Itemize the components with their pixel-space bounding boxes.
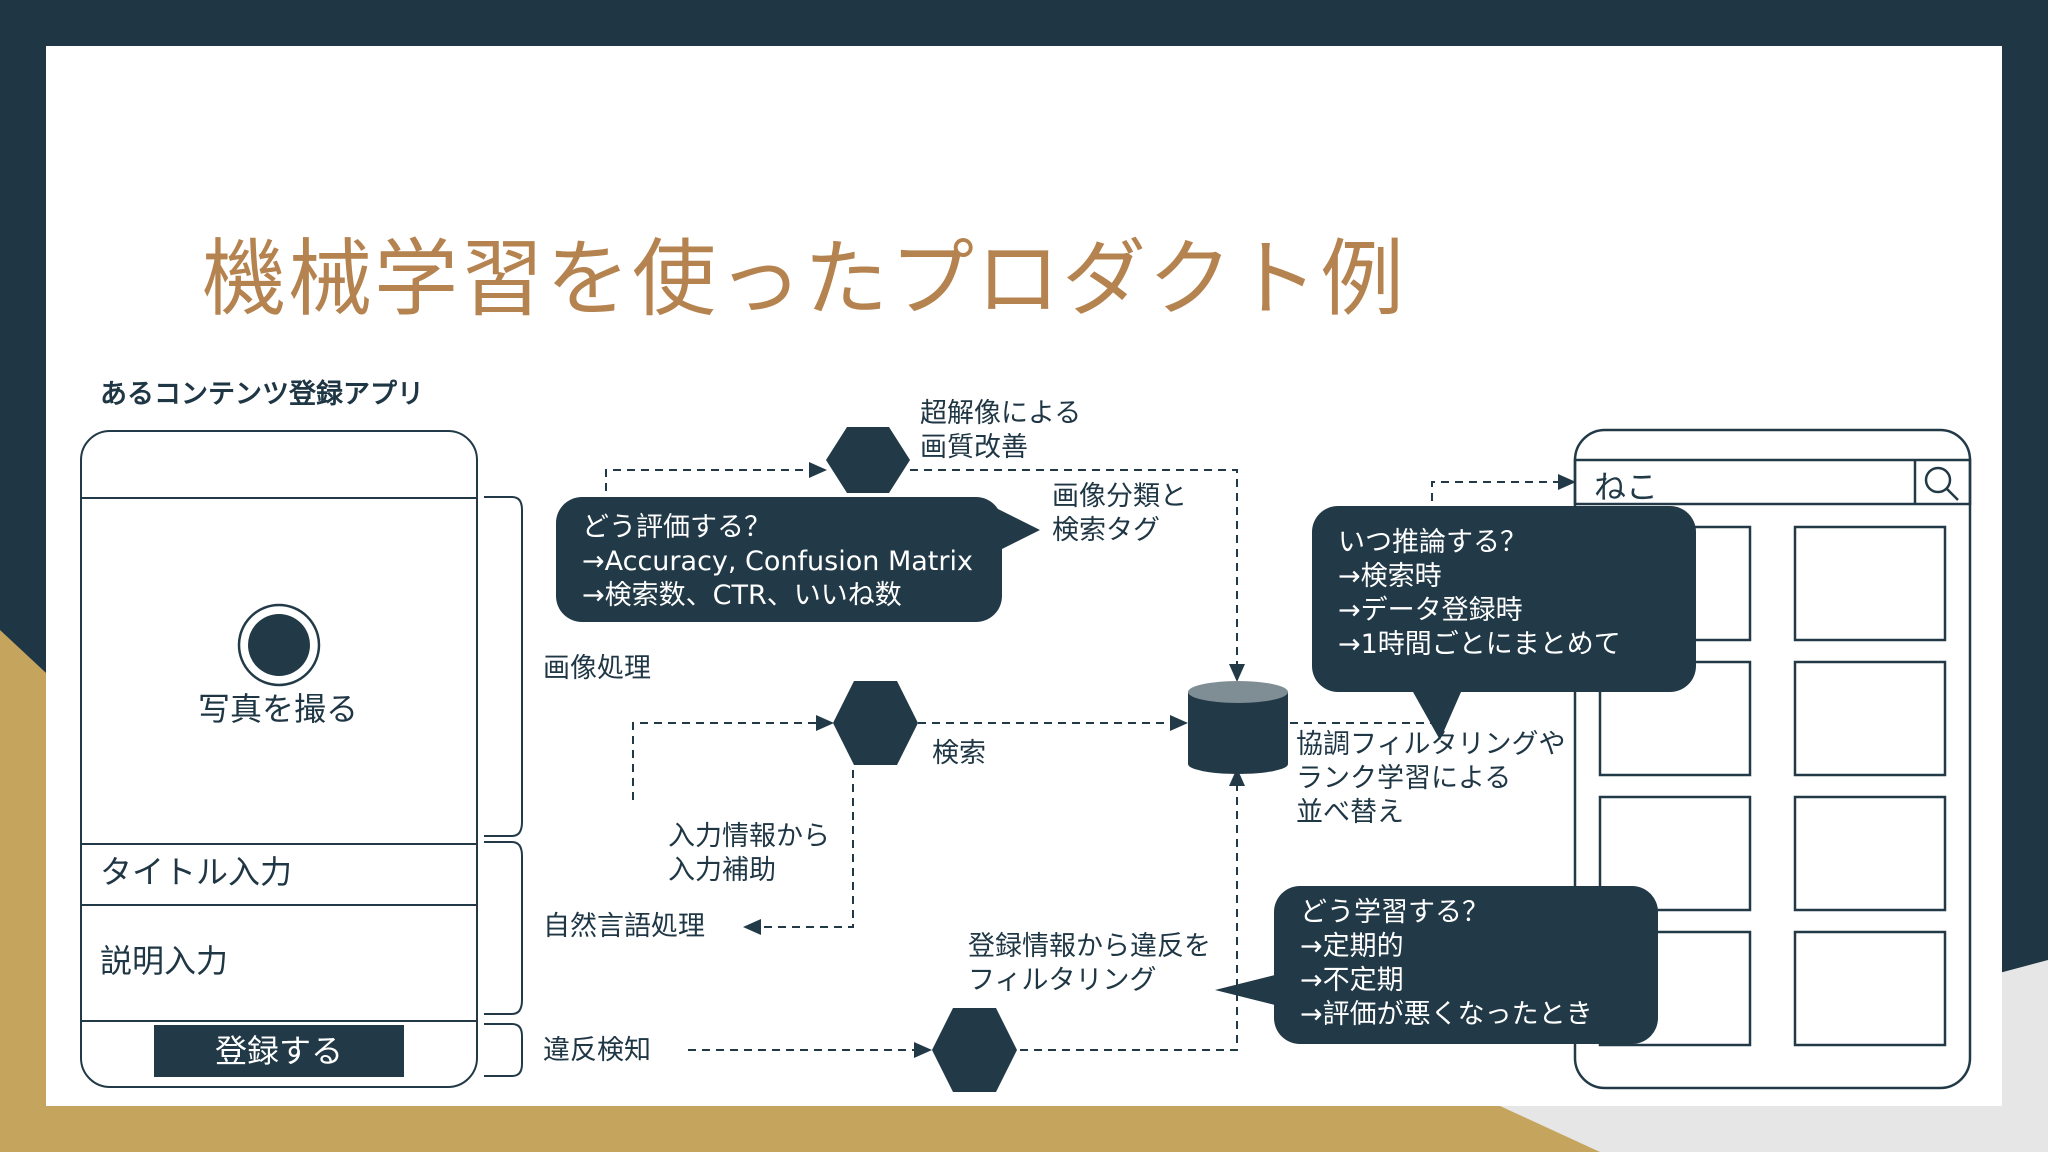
- annotation-input-assist: 入力情報から 入力補助: [668, 821, 830, 886]
- task-nlp: 自然言語処理: [543, 911, 705, 942]
- model-node-violation: [932, 1008, 1017, 1092]
- bubble-evaluate: どう評価する？ →Accuracy, Confusion Matrix →検索数…: [556, 497, 1002, 622]
- description-input[interactable]: 説明入力: [100, 942, 229, 980]
- bubble-infer: いつ推論する？ →検索時 →データ登録時 →1時間ごとにまとめて: [1312, 506, 1696, 692]
- phone-header-divider: [82, 497, 476, 499]
- annotation-classification: 画像分類と 検索タグ: [1052, 481, 1187, 546]
- phone-wireframe: [80, 430, 478, 1088]
- page-title: 機械学習を使ったプロダクト例: [202, 230, 1407, 328]
- task-violation-detection: 違反検知: [543, 1035, 651, 1066]
- model-node-search: [833, 681, 918, 765]
- annotation-search: 検索: [932, 738, 986, 769]
- title-input[interactable]: タイトル入力: [100, 853, 293, 891]
- search-query[interactable]: ねこ: [1594, 468, 1659, 506]
- database-icon: [1188, 681, 1288, 774]
- phone-divider: [82, 1020, 476, 1022]
- app-label: あるコンテンツ登録アプリ: [100, 379, 424, 410]
- photo-label[interactable]: 写真を撮る: [198, 690, 359, 728]
- register-button[interactable]: 登録する: [154, 1025, 404, 1077]
- annotation-violation-filter: 登録情報から違反を フィルタリング: [968, 931, 1211, 996]
- model-node-super-resolution: [826, 427, 910, 493]
- phone-divider: [82, 843, 476, 845]
- bubble-learn: どう学習する？ →定期的 →不定期 →評価が悪くなったとき: [1274, 886, 1658, 1044]
- task-image-processing: 画像処理: [543, 653, 651, 684]
- annotation-ranking: 協調フィルタリングや ランク学習による 並べ替え: [1296, 729, 1566, 828]
- annotation-super-resolution: 超解像による 画質改善: [920, 398, 1082, 463]
- camera-shutter-icon[interactable]: [236, 602, 322, 688]
- phone-divider: [82, 904, 476, 906]
